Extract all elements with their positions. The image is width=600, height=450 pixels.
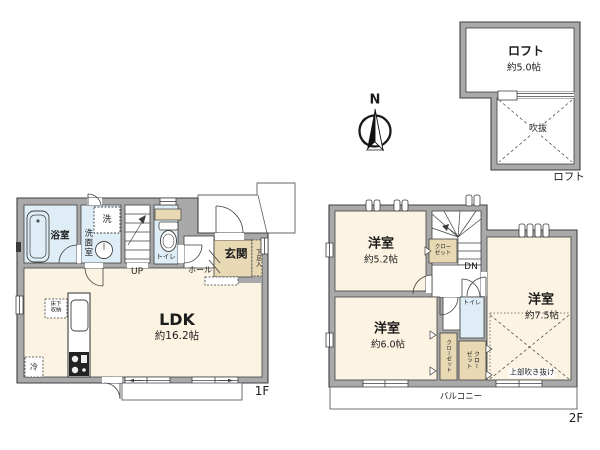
closet-52-label: クロー ゼット <box>434 244 452 257</box>
floor-1f-stairs-detail <box>125 213 150 260</box>
bedroom-75-label: 洋室 <box>527 292 555 308</box>
ldk-room <box>23 267 263 378</box>
bath-door-arc <box>58 244 78 264</box>
bedroom-52-label: 洋室 <box>367 236 395 252</box>
dn-label: DN <box>464 261 478 272</box>
up-arrow <box>127 218 145 246</box>
entrance-door-arc <box>215 205 244 234</box>
entrance-porch <box>197 182 296 234</box>
fridge-space <box>24 356 44 378</box>
washroom-ext-door-arc <box>87 193 102 206</box>
void-label: 吹抜 <box>527 123 549 135</box>
shoe-cupboard <box>251 239 263 277</box>
bedroom-52-size: 約5.2帖 <box>363 254 399 266</box>
toilet-door-arc-1f <box>183 244 203 264</box>
shoe-cupboard-label: 下足入 <box>254 249 262 267</box>
closet-52 <box>428 238 458 264</box>
floor-2f-doors <box>412 246 493 380</box>
floor-2f-windows <box>325 194 550 388</box>
floor-1f-name: 1F <box>254 384 270 399</box>
toilet-label-2f: トイレ <box>462 299 482 307</box>
compass <box>358 108 392 152</box>
floor-2f-outline <box>328 204 578 388</box>
loft-room-label: ロフト <box>507 44 545 59</box>
closet-60-label: クローゼット <box>445 339 452 373</box>
loft-size-label: 約5.0帖 <box>506 62 542 74</box>
ldk-size-label: 約16.2帖 <box>154 329 200 342</box>
loft-floor-name: ロフト <box>553 170 585 183</box>
loft-outline <box>459 21 581 171</box>
bathroom <box>23 204 78 264</box>
closet-60 <box>439 332 458 381</box>
washer-label: 洗 <box>102 214 112 225</box>
floor-2f-name: 2F <box>568 411 584 426</box>
loft-room <box>465 27 575 93</box>
bedroom-75-size: 約7.5帖 <box>524 310 560 322</box>
floor-2f-void-above <box>329 312 578 410</box>
bathtub-icon <box>26 210 50 263</box>
ldk-exterior-door-arc <box>103 382 121 400</box>
floor-1f-fixtures <box>24 206 243 401</box>
north-label: N <box>369 92 381 108</box>
bedroom-52-door-arc <box>412 274 433 295</box>
floor-1f-windows <box>15 197 269 385</box>
terrace <box>121 382 243 401</box>
ldk-label: LDK <box>159 309 195 329</box>
hall-label: ホール <box>188 265 212 275</box>
closet-75-label: クロー ゼット <box>465 351 480 369</box>
toilet-shelf <box>154 208 182 221</box>
closet-75 <box>458 340 487 381</box>
washroom-label: 洗面室 <box>82 228 93 258</box>
balcony <box>329 386 578 410</box>
toilet-room-2f <box>459 296 485 339</box>
bedroom-60-size: 約6.0帖 <box>370 339 406 351</box>
fridge-label: 冷 <box>30 362 38 372</box>
entrance-label: 玄関 <box>224 246 248 261</box>
stairs-1f <box>124 204 151 264</box>
kitchen-sink-icon <box>70 299 89 332</box>
underfloor-storage-label: 床下 収納 <box>50 301 62 314</box>
toilet-door-arc-2f <box>461 278 481 298</box>
washer-space <box>93 206 121 234</box>
washroom-door-arc <box>84 267 104 287</box>
bedroom-60-door-arc <box>439 296 459 316</box>
bedroom-52 <box>334 210 427 292</box>
open-ceiling-label: 上部吹き抜け <box>508 367 556 378</box>
underfloor-storage-box <box>44 298 68 319</box>
bedroom-60-label: 洋室 <box>373 321 401 337</box>
compass-needle-icon <box>367 109 375 150</box>
bedroom-75 <box>486 236 572 381</box>
bedroom-60 <box>334 296 438 381</box>
toilet-label-1f: トイレ <box>156 252 176 261</box>
floor-1f-doors <box>58 193 244 400</box>
balcony-label: バルコニー <box>439 392 483 403</box>
bath-label: 浴室 <box>50 230 70 242</box>
meter-box <box>16 242 21 252</box>
toilet-tank-icon-1f <box>158 221 179 231</box>
floor-2f-stairs-detail <box>431 210 482 265</box>
dn-arrow <box>447 227 458 236</box>
up-label: UP <box>130 266 144 277</box>
